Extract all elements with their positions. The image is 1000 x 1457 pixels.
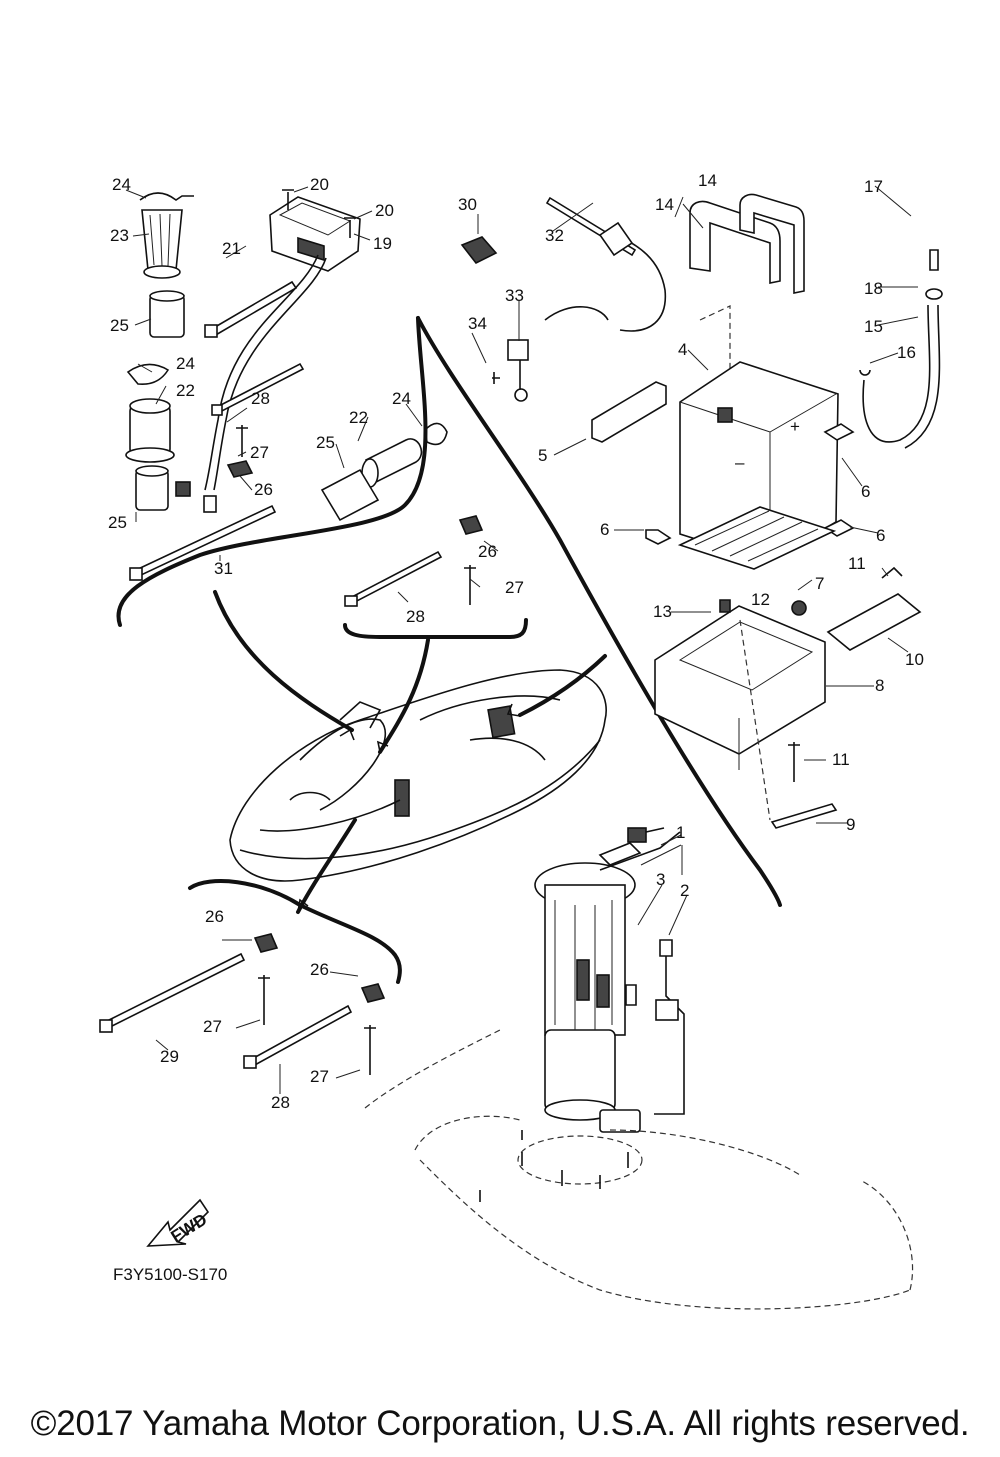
right-group-bracket: [416, 316, 782, 907]
callout-26: 26: [205, 907, 224, 926]
callout-25: 25: [108, 513, 127, 532]
callout-13: 13: [653, 602, 672, 621]
callout-31: 31: [214, 559, 233, 578]
battery-group: + –: [460, 193, 943, 829]
callout-18: 18: [864, 279, 883, 298]
callout-34: 34: [468, 314, 487, 333]
callout-26: 26: [254, 480, 273, 499]
callout-24: 24: [112, 175, 131, 194]
callout-11: 11: [848, 554, 866, 573]
callout-5: 5: [538, 446, 547, 465]
callout-22: 22: [176, 381, 195, 400]
callout-21: 21: [222, 239, 241, 258]
callout-27: 27: [310, 1067, 329, 1086]
callout-6: 6: [876, 526, 885, 545]
callout-14: 14: [655, 195, 674, 214]
callout-6: 6: [861, 482, 870, 501]
diagram-code: F3Y5100-S170: [113, 1265, 228, 1284]
callout-14: 14: [698, 171, 717, 190]
fwd-arrow-icon: FWD: [146, 1198, 210, 1247]
callout-19: 19: [373, 234, 392, 253]
fuel-pump-group: [364, 827, 914, 1310]
callout-32: 32: [545, 226, 564, 245]
leader-bottom: [296, 818, 357, 914]
callout-27: 27: [250, 443, 269, 462]
callout-9: 9: [846, 815, 855, 834]
leader-center: [378, 638, 430, 754]
callout-8: 8: [875, 676, 884, 695]
callout-17: 17: [864, 177, 883, 196]
callout-11: 11: [832, 750, 850, 769]
callout-26: 26: [478, 542, 497, 561]
callout-4: 4: [678, 340, 687, 359]
callout-25: 25: [316, 433, 335, 452]
leader-top-left: [213, 590, 354, 732]
callout-24: 24: [392, 389, 411, 408]
callout-20: 20: [310, 175, 329, 194]
callout-25: 25: [110, 316, 129, 335]
callout-26: 26: [310, 960, 329, 979]
callout-23: 23: [110, 226, 129, 245]
callout-30: 30: [458, 195, 477, 214]
center-clip-group: [343, 515, 528, 639]
callout-leaders: [125, 185, 919, 1094]
callout-15: 15: [864, 317, 883, 336]
svg-text:–: –: [735, 453, 745, 472]
callout-7: 7: [815, 574, 824, 593]
callout-28: 28: [251, 389, 270, 408]
callout-28: 28: [271, 1093, 290, 1112]
callout-6: 6: [600, 520, 609, 539]
callout-2: 2: [680, 881, 689, 900]
callout-24: 24: [176, 354, 195, 373]
svg-text:+: +: [790, 417, 800, 436]
callout-labels: 24 20 20 23 19 21 25 24 22 28 24 22 25 2…: [108, 171, 924, 1112]
callout-1: 1: [676, 823, 685, 842]
leader-right: [518, 654, 607, 717]
callout-16: 16: [897, 343, 916, 362]
callout-10: 10: [905, 650, 924, 669]
callout-28: 28: [406, 607, 425, 626]
callout-22: 22: [349, 408, 368, 427]
callout-27: 27: [505, 578, 524, 597]
callout-33: 33: [505, 286, 524, 305]
top-left-parts-group: [116, 189, 448, 627]
copyright-notice: ©2017 Yamaha Motor Corporation, U.S.A. A…: [30, 1404, 970, 1443]
callout-3: 3: [656, 870, 665, 889]
callout-27: 27: [203, 1017, 222, 1036]
callout-29: 29: [160, 1047, 179, 1066]
callout-20: 20: [375, 201, 394, 220]
callout-12: 12: [751, 590, 770, 609]
watercraft-outline: [229, 669, 607, 882]
bottom-left-parts-group: [99, 879, 402, 1075]
